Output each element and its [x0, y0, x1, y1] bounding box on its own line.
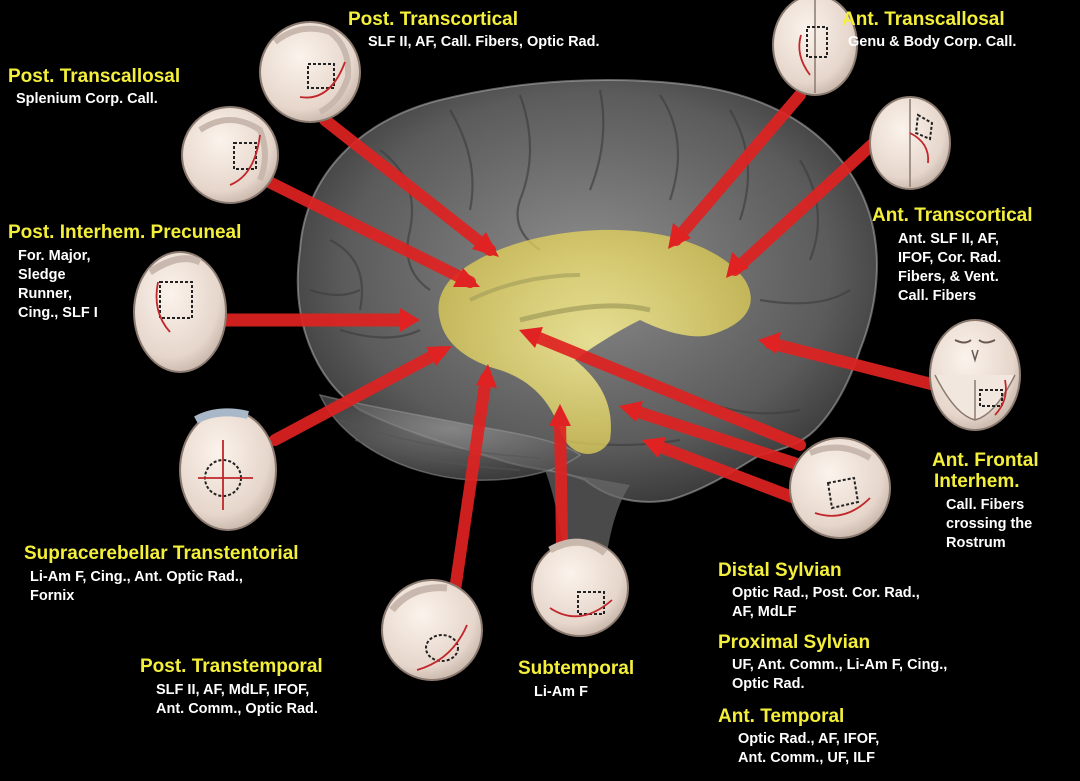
approach-title: Ant. Transcortical	[872, 205, 1033, 226]
label-post-transcallosal: Post. Transcallosal Splenium Corp. Call.	[8, 66, 180, 109]
arrow-distal-sylvian	[519, 327, 806, 451]
head-inferior-icon	[531, 538, 629, 637]
approach-detail: SLF II, AF, MdLF, IFOF,	[156, 682, 310, 698]
approach-detail: UF, Ant. Comm., Li-Am F, Cing.,	[732, 657, 948, 673]
approach-title: Ant. Temporal	[718, 706, 845, 727]
approach-detail: Optic Rad., AF, IFOF,	[738, 731, 880, 747]
approach-detail: IFOF, Cor. Rad.	[898, 250, 1002, 266]
approach-detail: Fibers, & Vent.	[898, 269, 999, 285]
approach-detail: AF, MdLF	[732, 604, 797, 620]
label-post-transtemporal: Post. Transtemporal SLF II, AF, MdLF, IF…	[140, 656, 323, 719]
head-lateral-icon	[259, 21, 361, 123]
label-post-transcortical: Post. Transcortical SLF II, AF, Call. Fi…	[348, 9, 600, 52]
approach-title: Supracerebellar Transtentorial	[24, 543, 299, 564]
approach-title: Distal Sylvian	[718, 560, 842, 581]
head-posterior-icon	[133, 251, 227, 373]
approach-title: Post. Interhem. Precuneal	[8, 222, 242, 243]
head-lateral-icon	[381, 579, 483, 681]
arrow-ant-transcallosal	[668, 89, 806, 249]
approach-detail: Cing., SLF I	[18, 305, 98, 321]
label-proximal-sylvian: Proximal Sylvian UF, Ant. Comm., Li-Am F…	[718, 632, 947, 694]
approach-title-line2: Interhem.	[934, 471, 1020, 492]
arrow-post-interhem-precuneal	[218, 308, 420, 332]
arrow-post-transcortical	[319, 114, 499, 257]
approach-detail: Genu & Body Corp. Call.	[848, 34, 1017, 50]
label-ant-temporal: Ant. Temporal Optic Rad., AF, IFOF, Ant.…	[718, 706, 879, 768]
approach-title: Proximal Sylvian	[718, 632, 871, 653]
approach-detail: crossing the	[946, 516, 1033, 532]
approach-detail: Li-Am F	[534, 684, 588, 700]
approach-detail: Ant. Comm., UF, ILF	[738, 750, 875, 766]
head-top-icon	[772, 0, 858, 96]
approach-title: Post. Transcallosal	[8, 66, 181, 87]
label-ant-frontal-interhem: Ant. Frontal Interhem. Call. Fibers cros…	[932, 450, 1039, 553]
approach-title: Post. Transcortical	[348, 9, 519, 30]
approach-detail: SLF II, AF, Call. Fibers, Optic Rad.	[368, 34, 600, 50]
approach-detail: Li-Am F, Cing., Ant. Optic Rad.,	[30, 569, 243, 585]
arrow-proximal-sylvian	[619, 401, 806, 471]
approach-detail: Optic Rad.	[732, 676, 805, 692]
label-distal-sylvian: Distal Sylvian Optic Rad., Post. Cor. Ra…	[718, 560, 920, 622]
approach-detail: Runner,	[18, 286, 72, 302]
head-illustrations	[133, 0, 1021, 681]
approach-title: Ant. Transcallosal	[842, 9, 1005, 30]
label-ant-transcallosal: Ant. Transcallosal Genu & Body Corp. Cal…	[842, 9, 1016, 52]
arrow-ant-temporal	[642, 437, 806, 506]
approach-title: Subtemporal	[518, 658, 635, 679]
approach-detail: Call. Fibers	[946, 497, 1025, 513]
label-supracerebellar-transtentorial: Supracerebellar Transtentorial Li-Am F, …	[24, 543, 299, 606]
approach-detail: Call. Fibers	[898, 288, 977, 304]
approach-detail: Fornix	[30, 588, 75, 604]
head-top-icon	[869, 96, 951, 190]
head-front-icon	[929, 319, 1021, 431]
approach-detail: For. Major,	[18, 248, 91, 264]
arrow-subtemporal	[549, 404, 571, 551]
label-ant-transcortical: Ant. Transcortical Ant. SLF II, AF, IFOF…	[872, 205, 1033, 306]
approach-detail: Rostrum	[946, 535, 1006, 551]
head-posterior-icon	[179, 408, 277, 531]
approach-detail: Optic Rad., Post. Cor. Rad.,	[732, 585, 920, 601]
approach-detail: Splenium Corp. Call.	[16, 91, 158, 107]
approach-title: Post. Transtemporal	[140, 656, 323, 677]
approach-detail: Sledge	[18, 267, 66, 283]
approach-detail: Ant. SLF II, AF,	[898, 231, 999, 247]
approach-detail: Ant. Comm., Optic Rad.	[156, 701, 318, 717]
head-lateral-icon	[181, 106, 279, 204]
brain-hemisphere	[296, 79, 878, 610]
arrow-post-transtemporal	[449, 364, 497, 596]
label-post-interhem-precuneal: Post. Interhem. Precuneal For. Major, Sl…	[8, 222, 241, 323]
arrow-post-transcallosal	[239, 164, 480, 288]
arrow-ant-frontal-interhem	[758, 332, 941, 391]
approach-title: Ant. Frontal	[932, 450, 1039, 471]
head-lateral-icon	[789, 437, 891, 539]
label-subtemporal: Subtemporal Li-Am F	[518, 658, 634, 702]
approach-arrows	[218, 89, 941, 596]
arrow-ant-transcortical	[726, 124, 894, 278]
arrow-supracerebellar-transtentorial	[269, 346, 452, 446]
